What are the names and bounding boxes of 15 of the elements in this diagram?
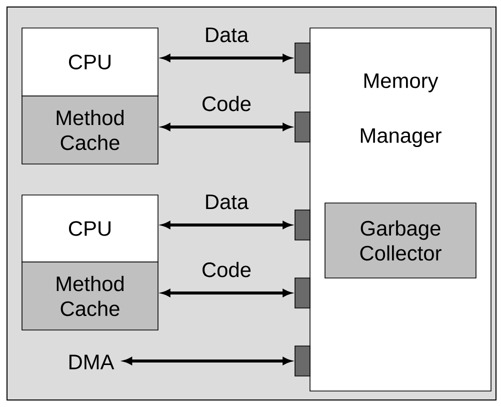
edge-label: Data [206, 28, 249, 42]
port-block [294, 210, 310, 240]
port-block [294, 278, 310, 308]
edge-label: Code [202, 262, 251, 278]
collector-box: Garbage Collector [324, 202, 476, 278]
edge-label: Data [206, 194, 249, 210]
edge-label: Code [202, 96, 251, 112]
cpu-box: CPU [22, 194, 158, 262]
port-block [294, 346, 310, 376]
port-block [294, 42, 310, 74]
dma-label: DMA [69, 354, 114, 370]
cpu-box: CPU [22, 28, 158, 96]
port-block [294, 112, 310, 142]
cache-box: Method Cache [22, 96, 158, 164]
cache-box: Method Cache [22, 262, 158, 330]
